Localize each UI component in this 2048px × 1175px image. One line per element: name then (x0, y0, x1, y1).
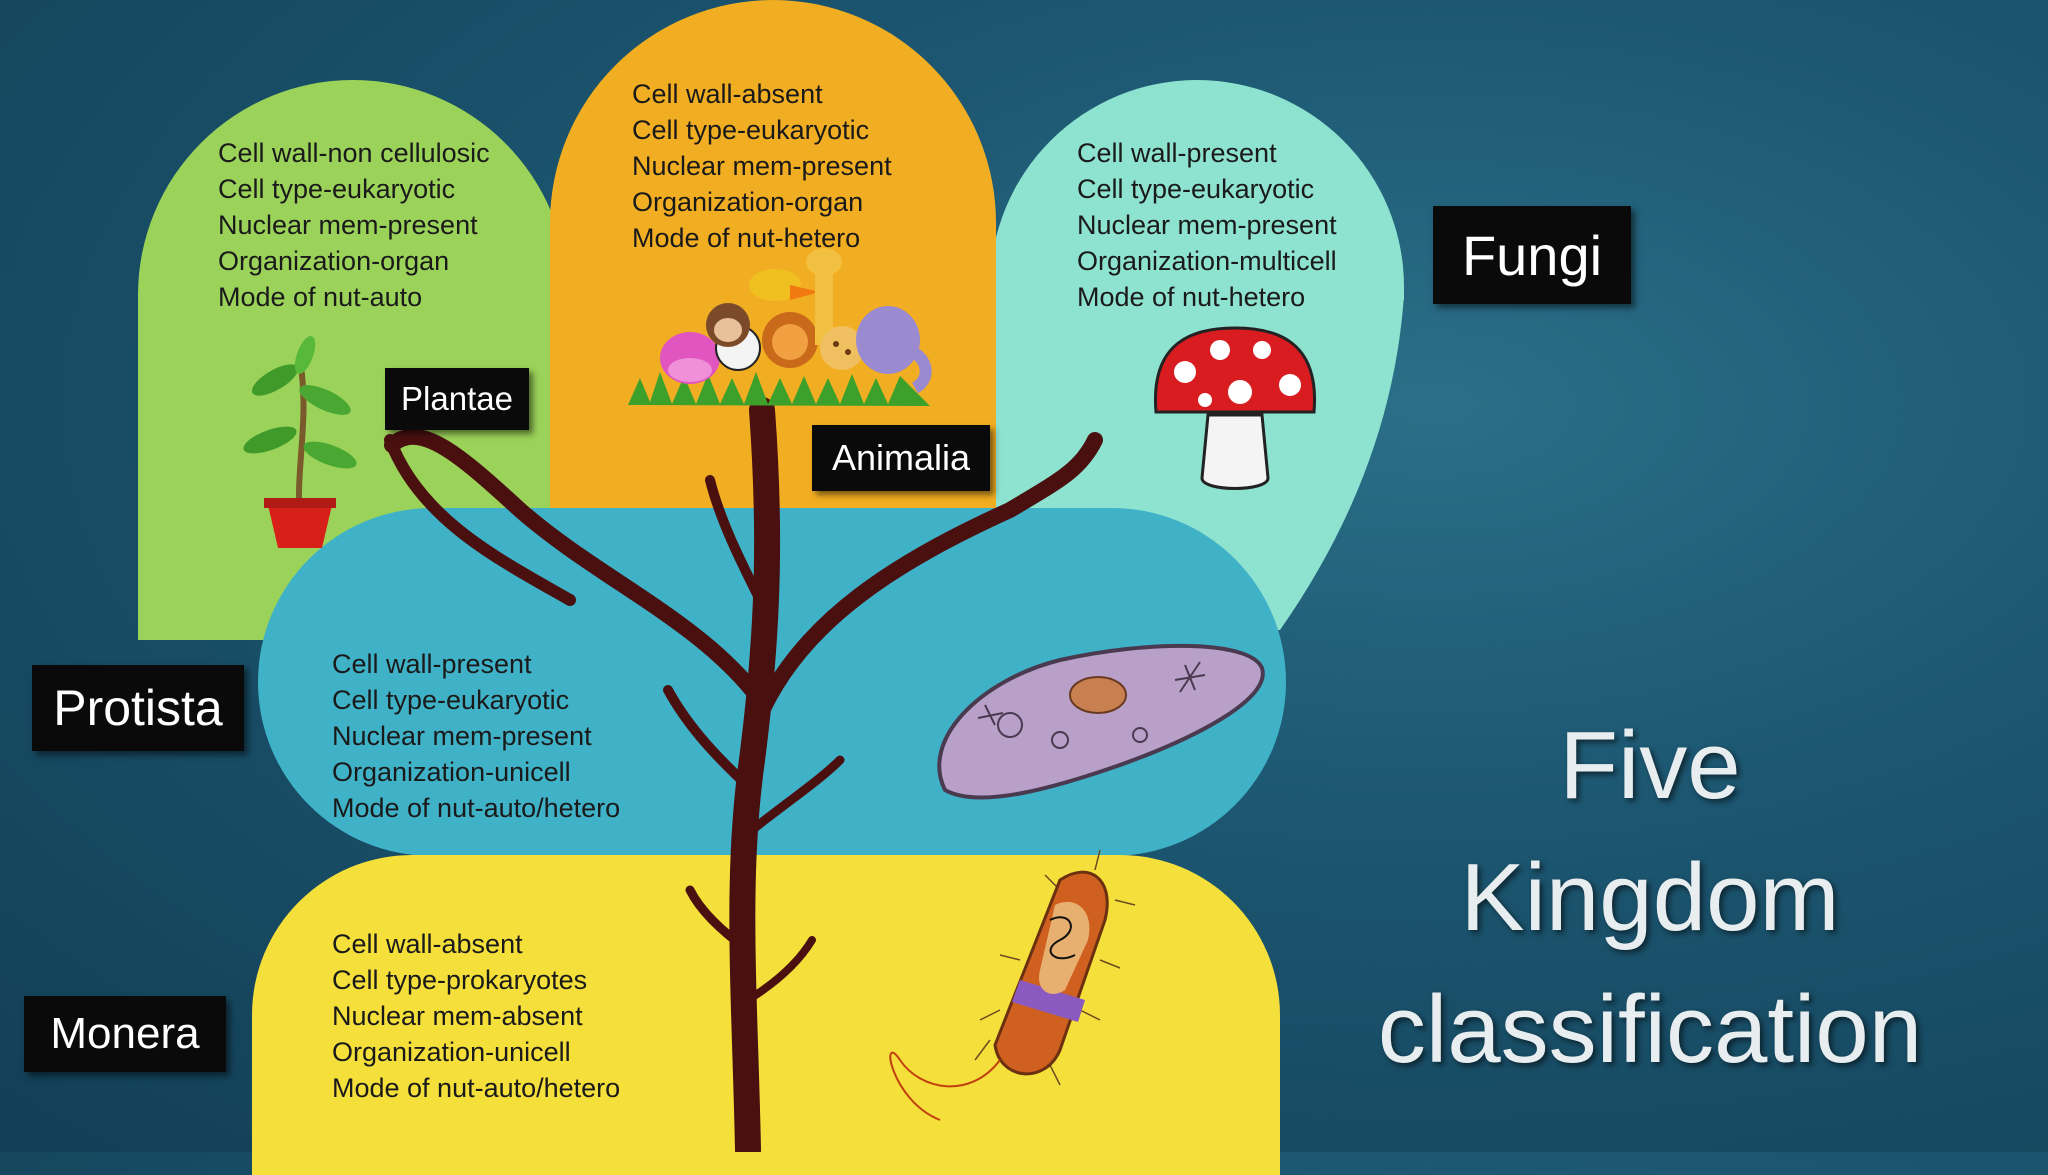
protista-trait-organization: Organization-unicell (332, 757, 571, 787)
monera-trait-organization: Organization-unicell (332, 1037, 571, 1067)
plantae-trait-nuclear-membrane: Nuclear mem-present (218, 210, 478, 240)
title-line-1: Five (1559, 712, 1741, 819)
fungi-trait-cell-type: Cell type-eukaryotic (1077, 174, 1315, 204)
monera-band (252, 855, 1280, 1175)
animalia-trait-organization: Organization-organ (632, 187, 864, 217)
fungi-traits: Cell wall-present Cell type-eukaryotic N… (1077, 135, 1337, 315)
fungi-trait-nuclear-membrane: Nuclear mem-present (1077, 210, 1337, 240)
plantae-traits: Cell wall-non cellulosic Cell type-eukar… (218, 135, 490, 315)
fungi-trait-nutrition: Mode of nut-hetero (1077, 282, 1306, 312)
plantae-trait-cell-type: Cell type-eukaryotic (218, 174, 456, 204)
monera-trait-cell-type: Cell type-prokaryotes (332, 965, 588, 995)
title-line-2: Kingdom (1460, 844, 1840, 951)
monera-trait-nutrition: Mode of nut-auto/hetero (332, 1073, 621, 1103)
monera-traits: Cell wall-absent Cell type-prokaryotes N… (332, 926, 620, 1106)
monera-label: Monera (24, 996, 226, 1072)
protista-trait-cell-type: Cell type-eukaryotic (332, 685, 570, 715)
monera-trait-nuclear-membrane: Nuclear mem-absent (332, 1001, 583, 1031)
animalia-trait-cell-type: Cell type-eukaryotic (632, 115, 870, 145)
fungi-trait-organization: Organization-multicell (1077, 246, 1337, 276)
plantae-trait-organization: Organization-organ (218, 246, 450, 276)
protista-trait-nuclear-membrane: Nuclear mem-present (332, 721, 592, 751)
protista-trait-nutrition: Mode of nut-auto/hetero (332, 793, 621, 823)
protista-traits: Cell wall-present Cell type-eukaryotic N… (332, 646, 620, 826)
title-line-3: classification (1377, 976, 1923, 1083)
protista-trait-cell-wall: Cell wall-present (332, 649, 532, 679)
plantae-trait-cell-wall: Cell wall-non cellulosic (218, 138, 490, 168)
slide-title: Five Kingdom classification (1300, 700, 2000, 1096)
fungi-trait-cell-wall: Cell wall-present (1077, 138, 1277, 168)
protista-label: Protista (32, 665, 244, 751)
animalia-traits: Cell wall-absent Cell type-eukaryotic Nu… (632, 76, 892, 256)
plantae-label: Plantae (385, 368, 529, 430)
animalia-trait-cell-wall: Cell wall-absent (632, 79, 823, 109)
animalia-label: Animalia (812, 425, 990, 491)
plantae-trait-nutrition: Mode of nut-auto (218, 282, 423, 312)
fungi-label: Fungi (1433, 206, 1631, 304)
monera-trait-cell-wall: Cell wall-absent (332, 929, 523, 959)
animalia-trait-nutrition: Mode of nut-hetero (632, 223, 861, 253)
animalia-trait-nuclear-membrane: Nuclear mem-present (632, 151, 892, 181)
